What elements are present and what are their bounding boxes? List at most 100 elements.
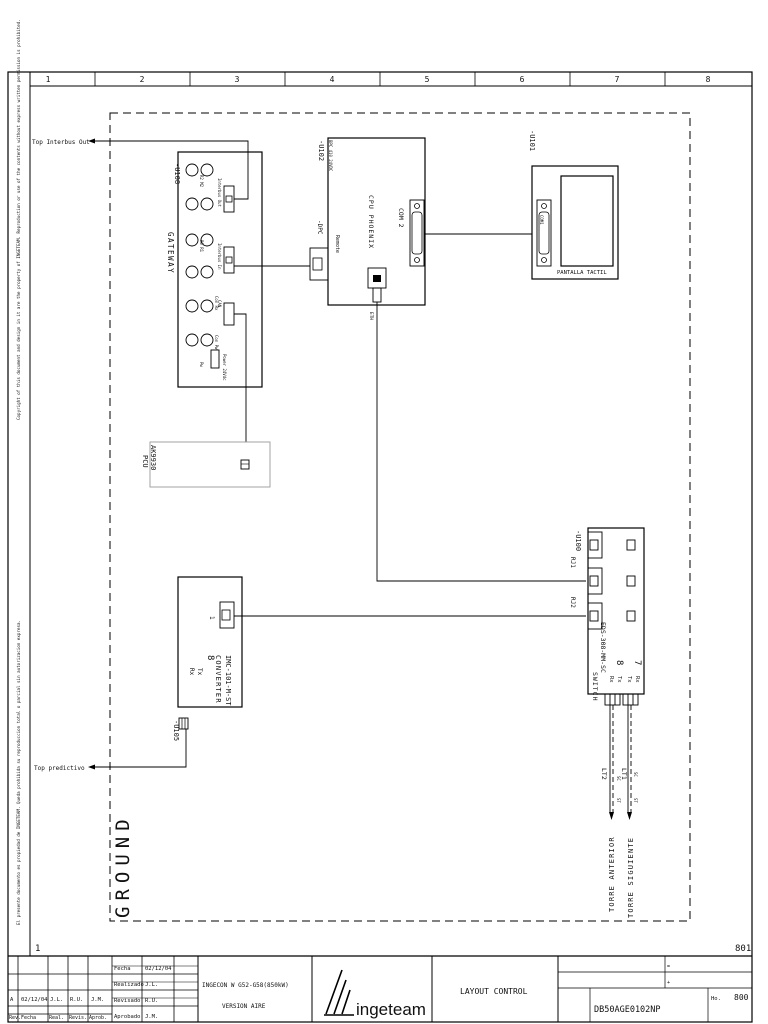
- gateway-port-can: CAN: [217, 300, 222, 308]
- gateway-interbus-in-connector: [223, 246, 235, 274]
- rev-date: 02/12/04: [21, 997, 48, 1003]
- wire-can-pcu: [234, 313, 247, 462]
- lt2-b: ST: [616, 798, 621, 803]
- ingeteam-logo: ingeteam: [324, 969, 426, 1019]
- mark-equal: =: [667, 964, 670, 970]
- switch-rj1: RJ1: [569, 557, 576, 568]
- switch-ref: -U100: [574, 530, 582, 551]
- cpu-name: CPU PHOENIX: [367, 195, 375, 249]
- rev-revis: R.U.: [70, 997, 83, 1003]
- col-revis: Revis.: [69, 1015, 87, 1021]
- arrow-interbus-out: [88, 138, 95, 144]
- col-3: 3: [235, 75, 240, 84]
- side-note-upper: Copyright of this document and design in…: [16, 19, 21, 420]
- lt1-label: TORRE SIGUIENTE: [627, 837, 635, 918]
- pcu-model: AK9930: [149, 445, 157, 470]
- touch-com1-connector: [536, 199, 552, 267]
- gateway-port-conpw: Con Pw: [214, 335, 219, 350]
- lt2-label: TORRE ANTERIOR: [608, 836, 616, 912]
- col-5: 5: [425, 75, 430, 84]
- col-6: 6: [520, 75, 525, 84]
- fecha-value: 02/12/04: [145, 966, 172, 972]
- col-rev: Rev.: [9, 1015, 21, 1021]
- pcu-connector: [240, 459, 250, 470]
- fecha-label: Fecha: [114, 966, 131, 972]
- arrow-lt2: [609, 812, 614, 820]
- cpu-sub: BPC 410 24VDC: [328, 140, 333, 172]
- arrow-lt1: [627, 812, 632, 820]
- switch-rj2: RJ2: [569, 597, 576, 608]
- touch-screen-module: -U101 PANTALLA TACTIL COM1: [528, 130, 619, 280]
- col-fecha: Fecha: [21, 1015, 36, 1021]
- project-line1: INGECON W G52-G58(850kW): [202, 982, 289, 989]
- wire-cpu-switch: [376, 302, 586, 582]
- wire-interbus-out: [95, 140, 249, 200]
- lt1-ref: LT1: [620, 768, 628, 780]
- project-line2: VERSION AIRE: [222, 1003, 266, 1010]
- pcu-name: PCU: [141, 455, 149, 468]
- converter-fiber-connector: [178, 717, 189, 730]
- gateway-port-interbus-out: Interbus Out: [217, 178, 222, 207]
- mark-plus: +: [667, 980, 670, 986]
- realizado-label: Realizado: [114, 982, 144, 988]
- gateway-port-conrx: Con Rx: [214, 296, 219, 311]
- switch-fiber-a: 8: [614, 660, 624, 665]
- hoja-label: Ho.: [711, 996, 721, 1002]
- signal-predictivo: Top predictivo: [34, 765, 85, 772]
- switch-tx-a: Tx: [616, 676, 622, 683]
- realizado-value: J.L.: [145, 982, 158, 988]
- column-numbers: 1 2 3 4 5 6 7 8: [46, 75, 711, 84]
- arrow-predictivo: [88, 764, 95, 770]
- revisado-value: R.U.: [145, 998, 158, 1004]
- title-block: [8, 955, 752, 1022]
- gateway-port-num-3: Pw: [199, 362, 204, 367]
- lt2-ref: LT2: [600, 768, 608, 780]
- converter-port-num: 1: [208, 616, 215, 620]
- touch-port: COM1: [539, 215, 544, 225]
- doc-number: DB50AGE0102NP: [594, 1005, 661, 1015]
- col-aprob: Aprob.: [89, 1015, 107, 1021]
- col-8: 8: [706, 75, 711, 84]
- cpu-remote-ref: -DPC: [316, 220, 323, 235]
- gateway-name: GATEWAY: [166, 232, 175, 274]
- converter-ref: -U105: [172, 720, 180, 741]
- col-7: 7: [615, 75, 620, 84]
- lt1-a: SC: [633, 772, 638, 777]
- gateway-port-interbus-in: Interbus In: [217, 243, 222, 270]
- converter-rj-connector: [219, 601, 235, 629]
- col-real: Real.: [49, 1015, 64, 1021]
- cpu-ref: -U102: [317, 140, 325, 161]
- switch-module: -U100 SWITCH EDS-308-MM-SC RJ1 RJ2 8 7 R…: [569, 527, 645, 706]
- wire-predictivo: [95, 729, 187, 768]
- lt1-b: ST: [633, 798, 638, 803]
- hoja-value: 800: [734, 993, 749, 1002]
- sheet-right-number: 801: [735, 944, 751, 954]
- rev-aprob: J.M.: [91, 997, 104, 1003]
- switch-tx-b: Tx: [626, 676, 632, 683]
- sheet-left-number: 1: [35, 944, 40, 954]
- cpu-module: -U102 BPC 410 24VDC CPU PHOENIX COM 2 -D…: [309, 137, 426, 320]
- aprobado-value: J.M.: [145, 1014, 158, 1020]
- cpu-remote-label: Remote: [334, 235, 340, 253]
- switch-name: SWITCH: [591, 672, 599, 701]
- title-block-texts: A 02/12/04 J.L. R.U. J.M. Rev. Fecha Rea…: [9, 964, 749, 1021]
- gateway-ref: -U108: [173, 163, 181, 184]
- converter-fiber: 8: [205, 655, 215, 660]
- col-1: 1: [46, 75, 51, 84]
- gateway-leds: [185, 163, 214, 347]
- switch-rx-b: Rx: [634, 676, 640, 683]
- converter-module: -U105 CONVERTER IMC-101-M-ST 8 Tx Rx 1: [172, 576, 243, 741]
- gateway-port-num-2: R0 R1: [199, 240, 204, 253]
- converter-tx: Tx: [196, 668, 203, 676]
- rev-value: A: [10, 997, 14, 1003]
- aprobado-label: Aprobado: [114, 1014, 141, 1020]
- logo-mark-icon: [325, 969, 351, 1015]
- touch-name: PANTALLA TACTIL: [557, 270, 607, 276]
- gateway-port-num-1: R2 M2: [199, 175, 204, 188]
- lt2-a: SC: [616, 776, 621, 781]
- rev-real: J.L.: [50, 997, 63, 1003]
- side-note-lower: El presente documento es propiedad de IN…: [16, 620, 21, 925]
- cpu-com2-connector: [409, 199, 425, 267]
- converter-model: IMC-101-M-ST: [224, 655, 232, 706]
